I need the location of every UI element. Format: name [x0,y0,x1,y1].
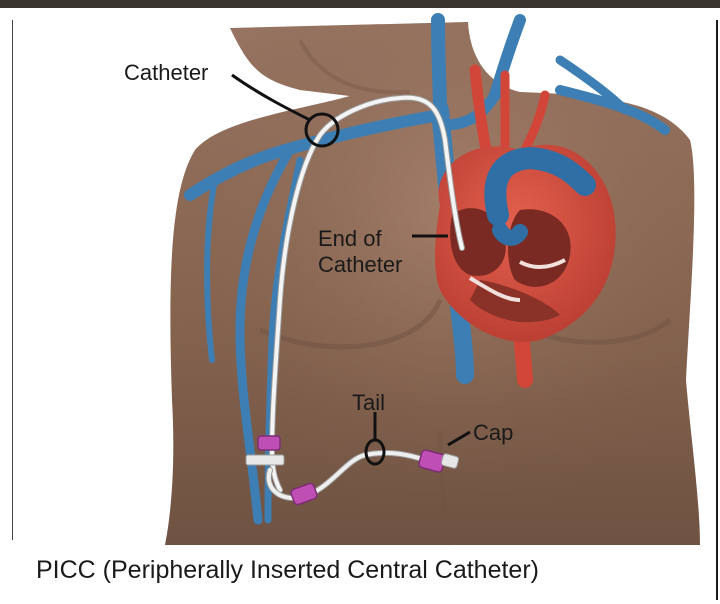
top-border-bar [0,0,720,8]
diagram-caption: PICC (Peripherally Inserted Central Cath… [36,556,716,585]
left-border-line [12,20,13,540]
label-cap: Cap [473,420,513,445]
label-end-catheter: Catheter [318,252,402,277]
label-catheter: Catheter [124,60,208,85]
label-tail: Tail [352,390,385,415]
right-border-line [716,20,718,600]
label-end-of: End of [318,226,382,251]
